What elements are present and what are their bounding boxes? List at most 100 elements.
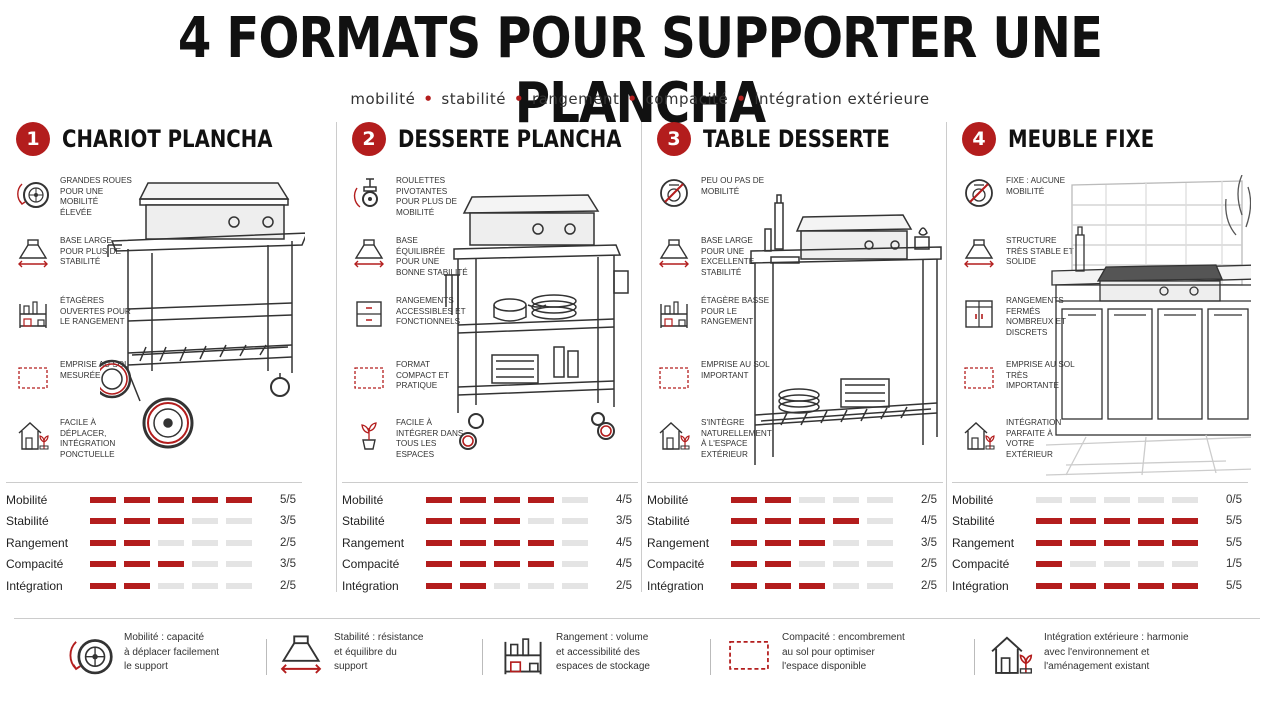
score-bar-segment [1104, 582, 1130, 589]
format-number-badge: 3 [657, 122, 691, 156]
legend-line: espaces de stockage [556, 661, 650, 672]
score-bar-segment [1172, 539, 1198, 546]
score-label: Rangement [6, 535, 69, 550]
score-bar-segment [460, 582, 486, 589]
legend-line: au sol pour optimiser [782, 646, 875, 658]
footprint-icon [352, 360, 386, 394]
score-bar-segment [765, 518, 791, 525]
legend-line: Stabilité : résistance [334, 632, 424, 643]
score-value: 4/5 [921, 515, 937, 528]
shelves-icon [16, 296, 50, 330]
feature-item: FIXE : AUCUNE MOBILITÉ [962, 176, 1078, 210]
score-bars [731, 561, 897, 568]
score-bars [90, 561, 256, 568]
score-label: Rangement [952, 535, 1015, 550]
score-bar-segment [1138, 561, 1164, 568]
column-divider [336, 122, 337, 592]
score-bar-segment [867, 518, 893, 525]
drawer-icon [352, 296, 386, 330]
score-bar-segment [731, 582, 757, 589]
score-bar-segment [494, 582, 520, 589]
score-label: Rangement [647, 535, 710, 550]
format-illustration [436, 175, 641, 495]
score-bars [426, 518, 592, 525]
score-bar-segment [799, 539, 825, 546]
score-bar-segment [1104, 518, 1130, 525]
shelves-icon [500, 631, 546, 679]
score-bar-segment [731, 496, 757, 503]
score-value: 1/5 [1226, 558, 1242, 571]
score-bar-segment [731, 518, 757, 525]
legend-divider [266, 639, 267, 675]
legend-divider [710, 639, 711, 675]
feature-text: FACILE À INTÉGRER DANS TOUS LES ESPACES [396, 418, 464, 459]
feature-text: INTÉGRATION PARFAITE À VOTRE EXTÉRIEUR [1006, 418, 1062, 459]
score-row: Compacité 3/5 [6, 554, 302, 576]
score-bar-segment [124, 518, 150, 525]
score-value: 5/5 [1226, 579, 1242, 592]
feature-text: EMPRISE AU SOL TRÈS IMPORTANTE [1006, 360, 1075, 390]
score-bar-segment [90, 496, 116, 503]
feature-text: BASE ÉQUILIBRÉE POUR UNE BONNE STABILITÉ [396, 236, 468, 277]
feature-text: S'INTÈGRE NATURELLEMENT À L'ESPACE EXTÉR… [701, 418, 772, 459]
score-bar-segment [226, 582, 252, 589]
house-garden-icon [16, 418, 50, 452]
footprint-icon [657, 360, 691, 394]
feature-item: BASE LARGE POUR UNE EXCELLENTE STABILITÉ [657, 236, 773, 278]
score-row: Compacité 2/5 [647, 554, 943, 576]
legend-line: et accessibilité des [556, 646, 640, 658]
legend-divider [974, 639, 975, 675]
feature-item: EMPRISE AU SOL IMPORTANT [657, 360, 773, 394]
score-bar-segment [1036, 561, 1062, 568]
feature-text: ROULETTES PIVOTANTES POUR PLUS DE MOBILI… [396, 176, 457, 217]
score-bar-segment [158, 539, 184, 546]
score-label: Intégration [342, 578, 399, 593]
score-bar-segment [1070, 496, 1096, 503]
legend-line: Intégration extérieure : harmonie [1044, 632, 1189, 643]
score-bars [426, 582, 592, 589]
score-bar-segment [833, 496, 859, 503]
score-row: Compacité 1/5 [952, 554, 1248, 576]
score-bar-segment [158, 518, 184, 525]
score-bars [731, 582, 897, 589]
format-illustration [100, 175, 305, 495]
score-bar-segment [158, 561, 184, 568]
score-row: Intégration 2/5 [6, 575, 302, 597]
subtitle-item: stabilité [441, 90, 506, 108]
score-bar-segment [460, 561, 486, 568]
score-bars [1036, 518, 1202, 525]
wheel-icon [16, 176, 50, 210]
score-table: Mobilité 2/5 Stabilité 4/5 Rangement 3/5… [647, 482, 943, 597]
format-header: 3 TABLE DESSERTE [657, 122, 931, 156]
score-bar-segment [833, 561, 859, 568]
format-header: 1 CHARIOT PLANCHA [16, 122, 319, 156]
score-bars [90, 539, 256, 546]
score-bar-segment [867, 539, 893, 546]
score-value: 2/5 [921, 493, 937, 506]
subtitle-item: compacité [645, 90, 729, 108]
score-label: Mobilité [647, 492, 689, 507]
subtitle-separator: • [513, 90, 525, 108]
subtitle-separator: • [736, 90, 747, 108]
score-row: Rangement 5/5 [952, 532, 1248, 554]
score-table: Mobilité 4/5 Stabilité 3/5 Rangement 4/5… [342, 482, 638, 597]
feature-text: BASE LARGE POUR PLUS DE STABILITÉ [60, 236, 121, 266]
score-bar-segment [731, 539, 757, 546]
format-header: 2 DESSERTE PLANCHA [352, 122, 671, 156]
score-bar-segment [833, 539, 859, 546]
score-bar-segment [1070, 518, 1096, 525]
legend-line: Mobilité : capacité [124, 632, 205, 643]
score-bar-segment [867, 561, 893, 568]
subtitle-item: mobilité [350, 90, 416, 108]
score-bar-segment [799, 518, 825, 525]
legend-line: le support [124, 661, 168, 672]
score-row: Stabilité 3/5 [6, 511, 302, 533]
score-bar-segment [528, 582, 554, 589]
caster-icon [352, 176, 386, 210]
score-bar-segment [192, 561, 218, 568]
